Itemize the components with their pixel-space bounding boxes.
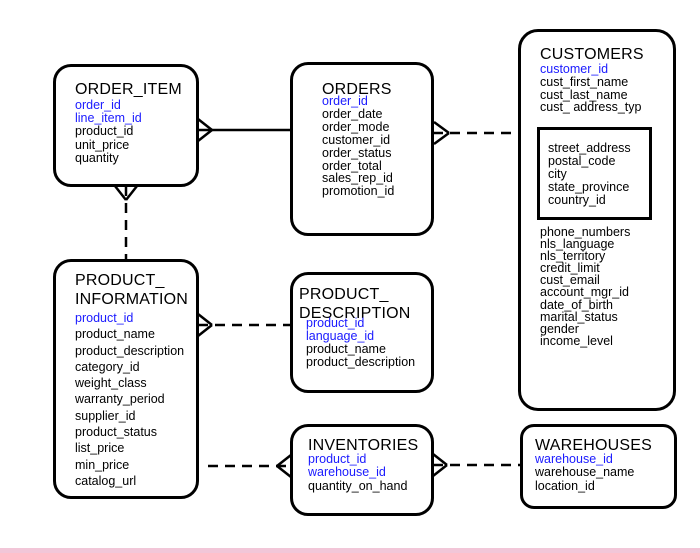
attribute: location_id [535, 478, 595, 493]
attribute: min_price [75, 457, 130, 472]
attribute: marital_status [540, 309, 618, 324]
primary-key-attribute: warehouse_id [308, 465, 386, 480]
attribute: date_of_birth [540, 297, 613, 312]
crowfoot-orderitem-orders [197, 118, 213, 142]
bottom-accent-line [0, 548, 700, 553]
attribute: product_name [306, 342, 386, 356]
entity-title: ORDERS [322, 81, 392, 98]
attribute: product_description [75, 343, 185, 358]
attribute: nls_language [540, 237, 615, 252]
entity-title: PRODUCT_ INFORMATION [75, 272, 189, 308]
attribute: phone_numbers [540, 225, 631, 239]
attribute: nls_territory [540, 249, 606, 264]
primary-key-attribute: order_id [75, 98, 121, 112]
attribute: gender [540, 321, 579, 336]
attribute: order_date [322, 106, 383, 121]
attribute: order_status [322, 145, 392, 160]
attribute: quantity_on_hand [308, 478, 408, 493]
attribute: cust_first_name [540, 74, 629, 89]
primary-key-attribute: language_id [306, 329, 375, 343]
attribute: state_province [548, 180, 630, 194]
entity-title: ORDER_ITEM [75, 81, 182, 98]
attribute: unit_price [75, 137, 130, 152]
attribute: product_status [75, 425, 157, 440]
primary-key-attribute: line_item_id [75, 111, 142, 126]
attribute: supplier_id [75, 408, 136, 423]
attribute: account_mgr_id [540, 285, 629, 300]
attribute: list_price [75, 441, 125, 456]
primary-key-attribute: warehouse_id [535, 452, 613, 466]
primary-key-attribute: product_id [308, 452, 367, 466]
primary-key-attribute: order_id [322, 94, 368, 108]
attribute: credit_limit [540, 261, 600, 276]
attribute: product_description [306, 355, 416, 369]
attribute: cust_ address_typ [540, 100, 642, 115]
crowfoot-orders-customers [433, 120, 450, 146]
primary-key-attribute: product_id [306, 316, 365, 330]
attribute: customer_id [322, 132, 391, 147]
attribute: order_mode [322, 119, 390, 134]
attribute: postal_code [548, 154, 616, 168]
entity-product-information: PRODUCT_ INFORMATION product_id product_n… [53, 259, 199, 499]
attribute: sales_rep_id [322, 171, 393, 186]
primary-key-attribute: customer_id [540, 62, 609, 76]
attribute: street_address [548, 141, 631, 155]
crowfoot-inventories-warehouses [432, 453, 448, 477]
entity-title: CUSTOMERS [540, 46, 644, 63]
entity-title: INVENTORIES [308, 437, 419, 454]
attribute: catalog_url [75, 473, 137, 488]
attribute: income_level [540, 333, 613, 348]
attribute: warehouse_name [535, 465, 635, 480]
attribute: order_total [322, 158, 382, 173]
crowfoot-product-description [197, 313, 213, 337]
attribute: product_name [75, 327, 155, 342]
attribute: weight_class [75, 376, 147, 391]
attribute: quantity [75, 150, 119, 165]
entity-title: PRODUCT_ DESCRIPTION [299, 286, 411, 322]
entity-title: WAREHOUSES [535, 437, 652, 454]
attribute: cust_email [540, 273, 600, 288]
attribute: promotion_id [322, 184, 395, 199]
crowfoot-orderitem-product [114, 185, 138, 201]
attribute: cust_last_name [540, 87, 628, 102]
attribute: warranty_period [75, 392, 165, 407]
primary-key-attribute: product_id [75, 311, 134, 325]
crowfoot-product-inventories [276, 454, 292, 478]
attribute: category_id [75, 359, 140, 374]
attribute: city [548, 167, 567, 181]
attribute: country_id [548, 193, 606, 207]
attribute: product_id [75, 124, 134, 139]
